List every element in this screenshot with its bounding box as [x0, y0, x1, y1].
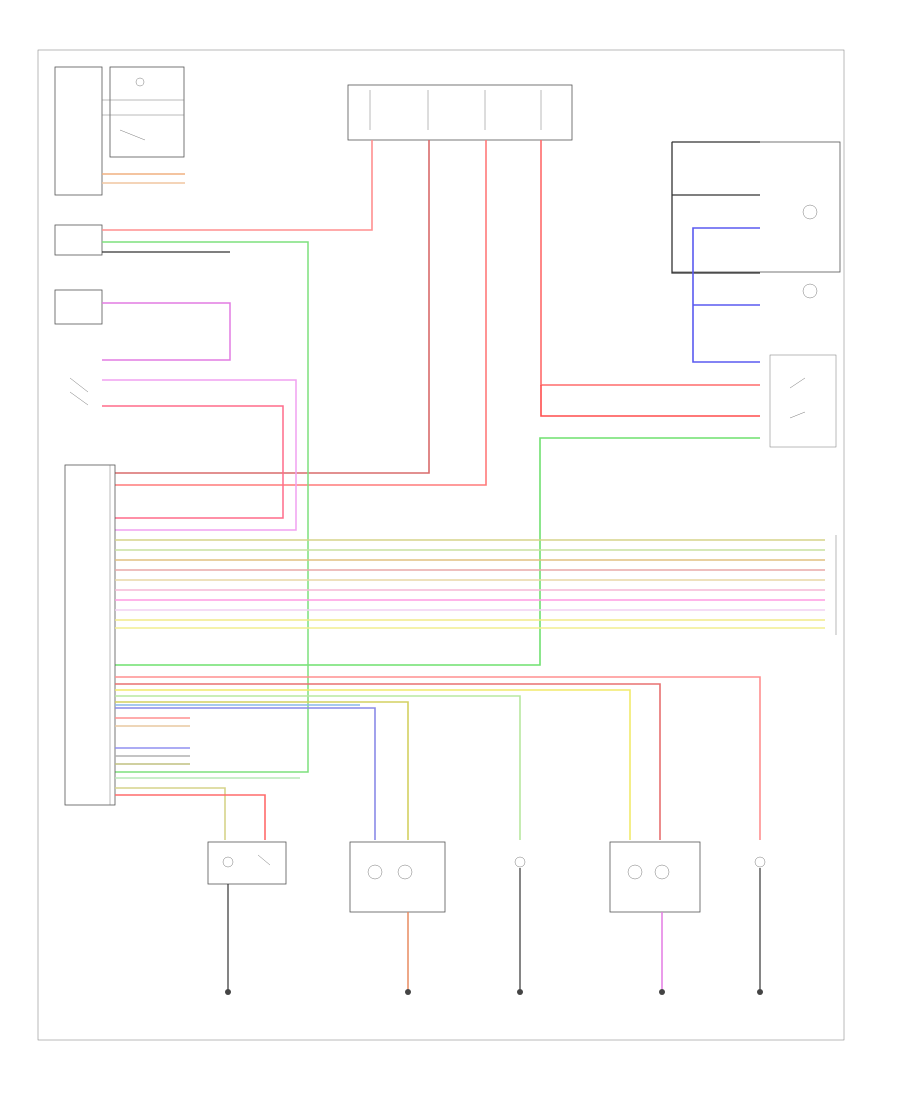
central-module-box	[64, 464, 116, 806]
right-switch-contact-2	[789, 411, 806, 419]
module-bus-wires	[115, 539, 825, 629]
cluster-gauge-symbol	[135, 77, 145, 87]
cluster-box	[54, 66, 103, 196]
lamp-feed-wires	[115, 676, 761, 840]
cluster-switch-line	[119, 129, 146, 141]
license-lamp-left-group	[349, 841, 446, 995]
right-switch-box	[769, 354, 837, 448]
light-switch-box	[54, 224, 103, 256]
sensor-box	[54, 289, 103, 325]
trunk-lamp-group	[207, 841, 287, 995]
fuse-block-box	[347, 84, 573, 141]
rear-lamp-right-bulb	[802, 283, 818, 299]
brake-switch-contact-2	[69, 391, 89, 406]
rear-lamp-left-bulb	[802, 204, 818, 220]
wire-green-switch	[115, 437, 760, 666]
sensor-wires	[102, 241, 309, 773]
reverse-lamp-right-group	[754, 856, 766, 995]
rear-lamp-ground-wires	[671, 141, 760, 274]
right-switch-contact	[789, 377, 806, 389]
rear-lamp-blue-wires	[692, 227, 760, 363]
cluster-switch-box	[109, 66, 185, 158]
fuse-feed-wires	[102, 140, 760, 486]
license-lamp-right-group	[609, 841, 701, 995]
fuse-block-fuses	[369, 90, 542, 130]
diagram-frame	[37, 49, 845, 1041]
reverse-lamp-left-group	[514, 856, 526, 995]
brake-switch-contact	[69, 377, 89, 393]
